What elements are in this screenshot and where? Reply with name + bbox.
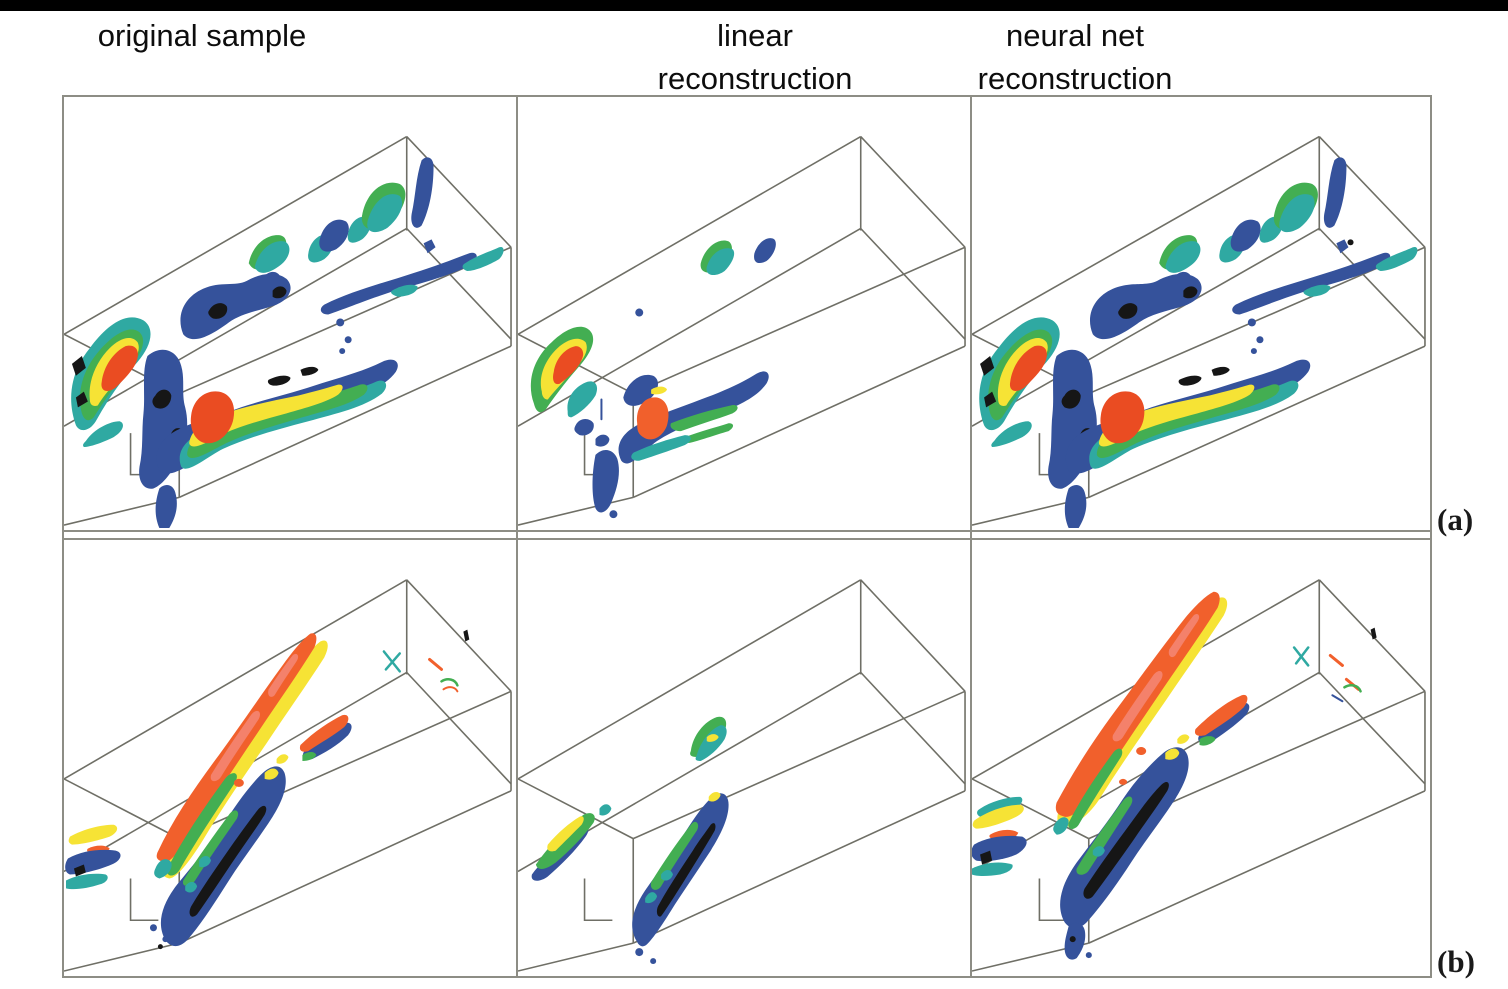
header-line: neural net: [1006, 18, 1144, 53]
grid-border-left: [62, 95, 64, 978]
panel-linear-reconstruction-row-a: [518, 97, 970, 530]
column-header-linear-reconstruction: linear reconstruction: [658, 14, 853, 100]
panel-original-sample-row-a: [64, 97, 516, 530]
isosurface-plot: [972, 579, 1426, 972]
grid-divider-col1: [516, 95, 518, 978]
isosurface-plot: [64, 135, 512, 529]
isosurface-plot: [518, 135, 966, 526]
header-line: reconstruction: [977, 61, 1173, 96]
column-header-original-sample: original sample: [98, 14, 307, 57]
isosurface-plot: [64, 579, 512, 972]
panel-neural-net-reconstruction-row-a: [972, 97, 1430, 530]
column-header-neural-net-reconstruction: neural net reconstruction: [978, 14, 1173, 100]
header-line: reconstruction: [657, 61, 853, 96]
row-label-a: (a): [1437, 502, 1474, 537]
grid-divider-col2: [970, 95, 972, 978]
grid-border-bottom: [62, 976, 1432, 978]
top-black-bar: [0, 0, 1508, 11]
isosurface-plot: [972, 135, 1426, 529]
panel-original-sample-row-b: [64, 540, 516, 976]
header-line: original sample: [97, 18, 307, 53]
grid-border-top: [62, 95, 1432, 97]
grid-row-a-bottom: [62, 530, 1432, 532]
header-line: linear: [717, 18, 793, 53]
isosurface-plot: [518, 579, 966, 972]
grid-row-b-top: [62, 538, 1432, 540]
panel-linear-reconstruction-row-b: [518, 540, 970, 976]
row-label-b: (b): [1437, 944, 1475, 979]
panel-neural-net-reconstruction-row-b: [972, 540, 1430, 976]
grid-border-right: [1430, 95, 1432, 978]
